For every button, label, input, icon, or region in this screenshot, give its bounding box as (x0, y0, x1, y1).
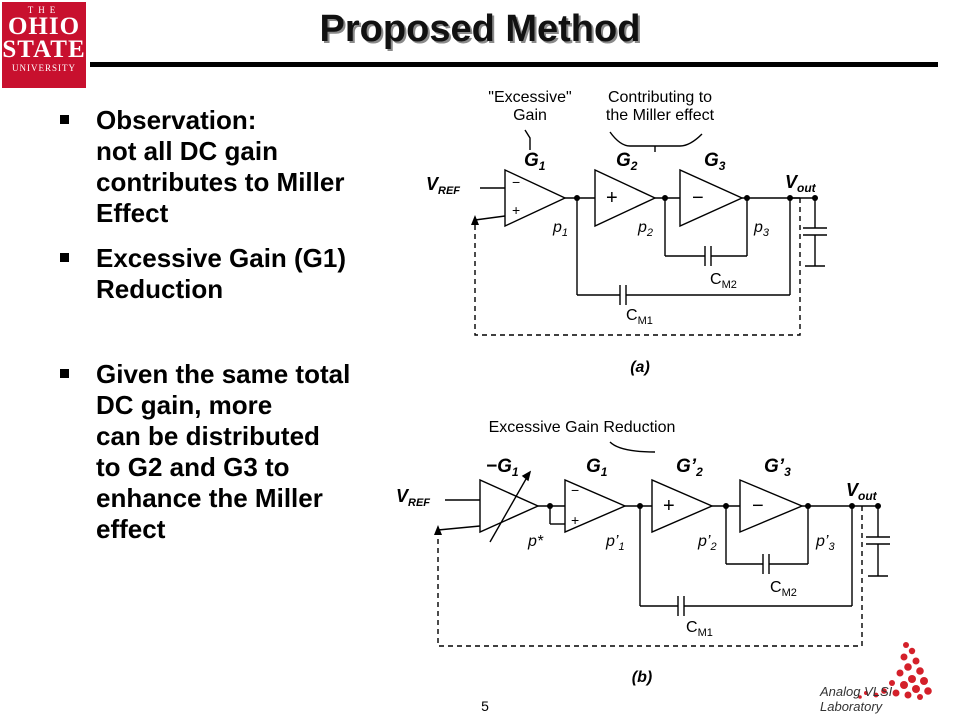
lab-name: Analog VLSI Laboratory (820, 684, 893, 714)
logo-line-state: STATE (2, 36, 86, 63)
bullet-line: Effect (96, 198, 169, 228)
bullet-line: not all DC gain (96, 136, 278, 166)
title-rule (90, 62, 938, 67)
caption-a: (a) (630, 359, 650, 376)
label-excessive: "Excessive" (488, 89, 571, 106)
label-b-vout: Vout (846, 480, 878, 503)
label-cm2: CM2 (710, 271, 737, 291)
svg-text:−: − (692, 187, 704, 209)
label-b-cm2: CM2 (770, 579, 797, 599)
svg-text:+: + (571, 512, 579, 528)
bullet-line: to G2 and G3 to (96, 452, 290, 482)
label-g2: G2 (616, 150, 638, 173)
svg-text:−: − (571, 482, 579, 498)
bullet-line: DC gain, more (96, 390, 273, 420)
bullet-line: Excessive Gain (G1) (96, 243, 347, 273)
label-vref: VREF (426, 174, 460, 197)
svg-text:+: + (663, 495, 675, 517)
label-g3: G3 (704, 150, 726, 173)
label-b-g3: G’3 (764, 456, 791, 479)
label-neg-g1: −G1 (486, 456, 519, 479)
bullet-line: Given the same total (96, 359, 351, 389)
bullet-given-total: Given the same total DC gain, more can b… (60, 359, 420, 545)
circuit-diagrams: − + + − − + + − "Excessive" Gain Contribut… (396, 89, 890, 686)
svg-text:−: − (512, 174, 520, 190)
svg-text:+: + (606, 187, 618, 209)
label-b-p1: p’1 (605, 533, 625, 553)
label-b-p2: p’2 (697, 533, 717, 553)
ohio-state-logo: THE OHIO STATE UNIVERSITY (2, 2, 86, 88)
slide-title: Proposed Method (319, 8, 641, 50)
logo-line-the: THE (27, 5, 61, 15)
svg-text:−: − (752, 495, 764, 517)
label-gain: Gain (513, 107, 547, 124)
label-vout: Vout (785, 172, 817, 195)
svg-text:+: + (512, 202, 520, 218)
label-contributing: Contributing to (608, 89, 712, 106)
bullet-square-icon (60, 115, 69, 124)
logo-line-ohio: OHIO (7, 13, 81, 40)
label-p1: p1 (552, 219, 568, 239)
label-excessive-gain-reduction: Excessive Gain Reduction (489, 419, 676, 436)
bullet-line: can be distributed (96, 421, 320, 451)
bullet-excessive-gain: Excessive Gain (G1) Reduction (60, 243, 420, 305)
logo-line-university: UNIVERSITY (12, 63, 76, 73)
label-p3: p3 (753, 219, 770, 239)
label-b-g1: G1 (586, 456, 608, 479)
bullet-line: Observation: (96, 105, 257, 135)
bullet-list: Observation: not all DC gain contributes… (60, 105, 420, 559)
label-cm1: CM1 (626, 307, 653, 327)
caption-b: (b) (632, 669, 652, 686)
label-miller-effect: the Miller effect (606, 107, 715, 124)
bullet-line: enhance the Miller (96, 483, 323, 513)
label-g1: G1 (524, 150, 546, 173)
label-b-vref: VREF (396, 486, 430, 509)
label-pstar: p* (527, 533, 544, 550)
bullet-line: contributes to Miller (96, 167, 345, 197)
analog-vlsi-lab-logo: Analog VLSI Laboratory (820, 635, 960, 720)
lab-dots-icon (858, 642, 932, 700)
label-b-g2: G’2 (676, 456, 703, 479)
bullet-line: Reduction (96, 274, 224, 304)
bullet-line: effect (96, 514, 166, 544)
page-number: 5 (481, 698, 489, 714)
bullet-square-icon (60, 253, 69, 262)
label-b-cm1: CM1 (686, 619, 713, 639)
bullet-observation: Observation: not all DC gain contributes… (60, 105, 420, 229)
label-b-p3: p’3 (815, 533, 835, 553)
bullet-square-icon (60, 369, 69, 378)
label-p2: p2 (637, 219, 653, 239)
